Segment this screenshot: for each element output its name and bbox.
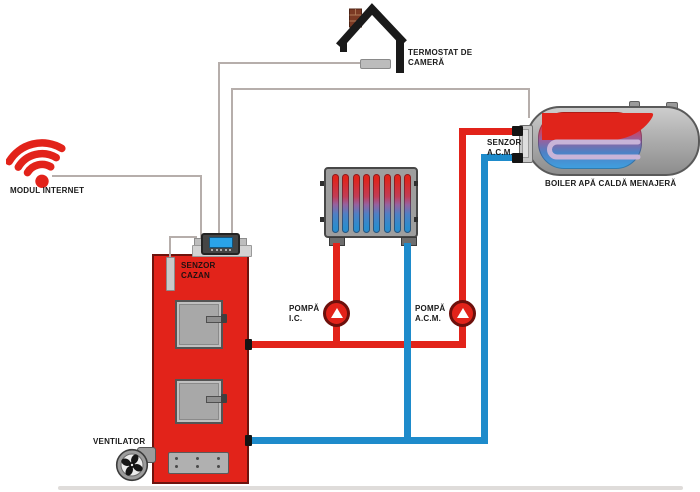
pump-acm [449, 300, 476, 327]
thermostat-wire-horizontal [218, 62, 361, 64]
cazan-sensor-wire-drop-left [169, 236, 171, 262]
radiator-bracket [320, 217, 324, 222]
screw [217, 457, 220, 460]
pump-ic [323, 300, 350, 327]
hot-riser-acm-pipe [459, 128, 466, 348]
house-wall [396, 38, 404, 73]
screw [175, 465, 178, 468]
ground-line [58, 486, 683, 490]
controller-button [224, 248, 227, 251]
boiler-cold-inlet-connector [245, 435, 252, 446]
screw [175, 457, 178, 460]
thermostat-wire-vertical [218, 62, 220, 241]
fan-icon [115, 448, 149, 482]
hot-water-layer [542, 113, 654, 140]
lower-door-handle-cap [221, 394, 227, 403]
radiator-tube [352, 174, 360, 233]
thermostat-label: TERMOSTAT DE CAMERĂ [408, 48, 473, 67]
pump-arrow-icon [456, 307, 469, 318]
radiator [324, 167, 418, 238]
wifi-icon [6, 139, 66, 188]
radiator-bracket [320, 181, 324, 186]
screw [196, 465, 199, 468]
fan-label: VENTILATOR [93, 437, 146, 446]
upper-door-handle-cap [221, 314, 227, 323]
thermostat-device [360, 59, 391, 69]
cazan-sensor-probe [166, 257, 175, 291]
screw [217, 465, 220, 468]
heat-exchanger-coil-icon [547, 139, 641, 160]
controller-button [211, 248, 213, 251]
roof-icon [336, 3, 407, 49]
cold-acm-down-pipe [481, 154, 488, 444]
hot-supply-main-pipe [249, 341, 466, 348]
pump-ic-label: POMPĂ I.C. [289, 304, 320, 323]
boiler-sensor-label: SENZOR CAZAN [181, 261, 216, 280]
acm-sensor-wire-drop [528, 88, 530, 118]
acm-sensor-wire-vertical [231, 88, 233, 241]
screw [196, 457, 199, 460]
radiator-bracket [414, 181, 418, 186]
boiler-upper-door [175, 300, 223, 349]
hot-riser-radiator-pipe [333, 243, 340, 348]
acm-sensor-wire-horizontal [231, 88, 530, 90]
controller-button [229, 248, 231, 251]
radiator-tube [404, 174, 412, 233]
radiator-tube [393, 174, 401, 233]
internet-wire-horizontal [52, 175, 202, 177]
acm-sensor-label: SENZOR A.C.M. [487, 138, 522, 157]
cazan-sensor-wire-horizontal [169, 236, 197, 238]
controller-button [215, 248, 218, 251]
radiator-tube [383, 174, 391, 233]
controller-screen [209, 237, 233, 248]
radiator-tube [332, 174, 339, 233]
pump-acm-label: POMPĂ A.C.M. [415, 304, 446, 323]
cold-return-main-pipe [249, 437, 488, 444]
house-icon [336, 3, 407, 73]
radiator-tube [373, 174, 381, 233]
boiler-hot-outlet-connector [245, 339, 252, 350]
boiler-bottom-plate [168, 452, 229, 474]
cold-stub-acm-pipe [481, 154, 521, 161]
radiator-tube [362, 174, 370, 233]
pump-arrow-icon [330, 307, 343, 318]
acm-tank-coil [542, 113, 654, 160]
radiator-tube [342, 174, 350, 233]
boiler-controller [201, 233, 240, 255]
acm-cold-port-connector [512, 153, 523, 163]
acm-tank-label: BOILER APĂ CALDĂ MENAJERĂ [545, 179, 677, 188]
controller-button [220, 248, 222, 251]
acm-hot-port-connector [512, 126, 523, 136]
radiator-bracket [414, 217, 418, 222]
internet-wire-vertical [200, 175, 202, 241]
cold-radiator-return-pipe [404, 243, 411, 444]
hot-stub-acm-pipe [459, 128, 521, 135]
internet-module-label: MODUL INTERNET [10, 186, 85, 195]
